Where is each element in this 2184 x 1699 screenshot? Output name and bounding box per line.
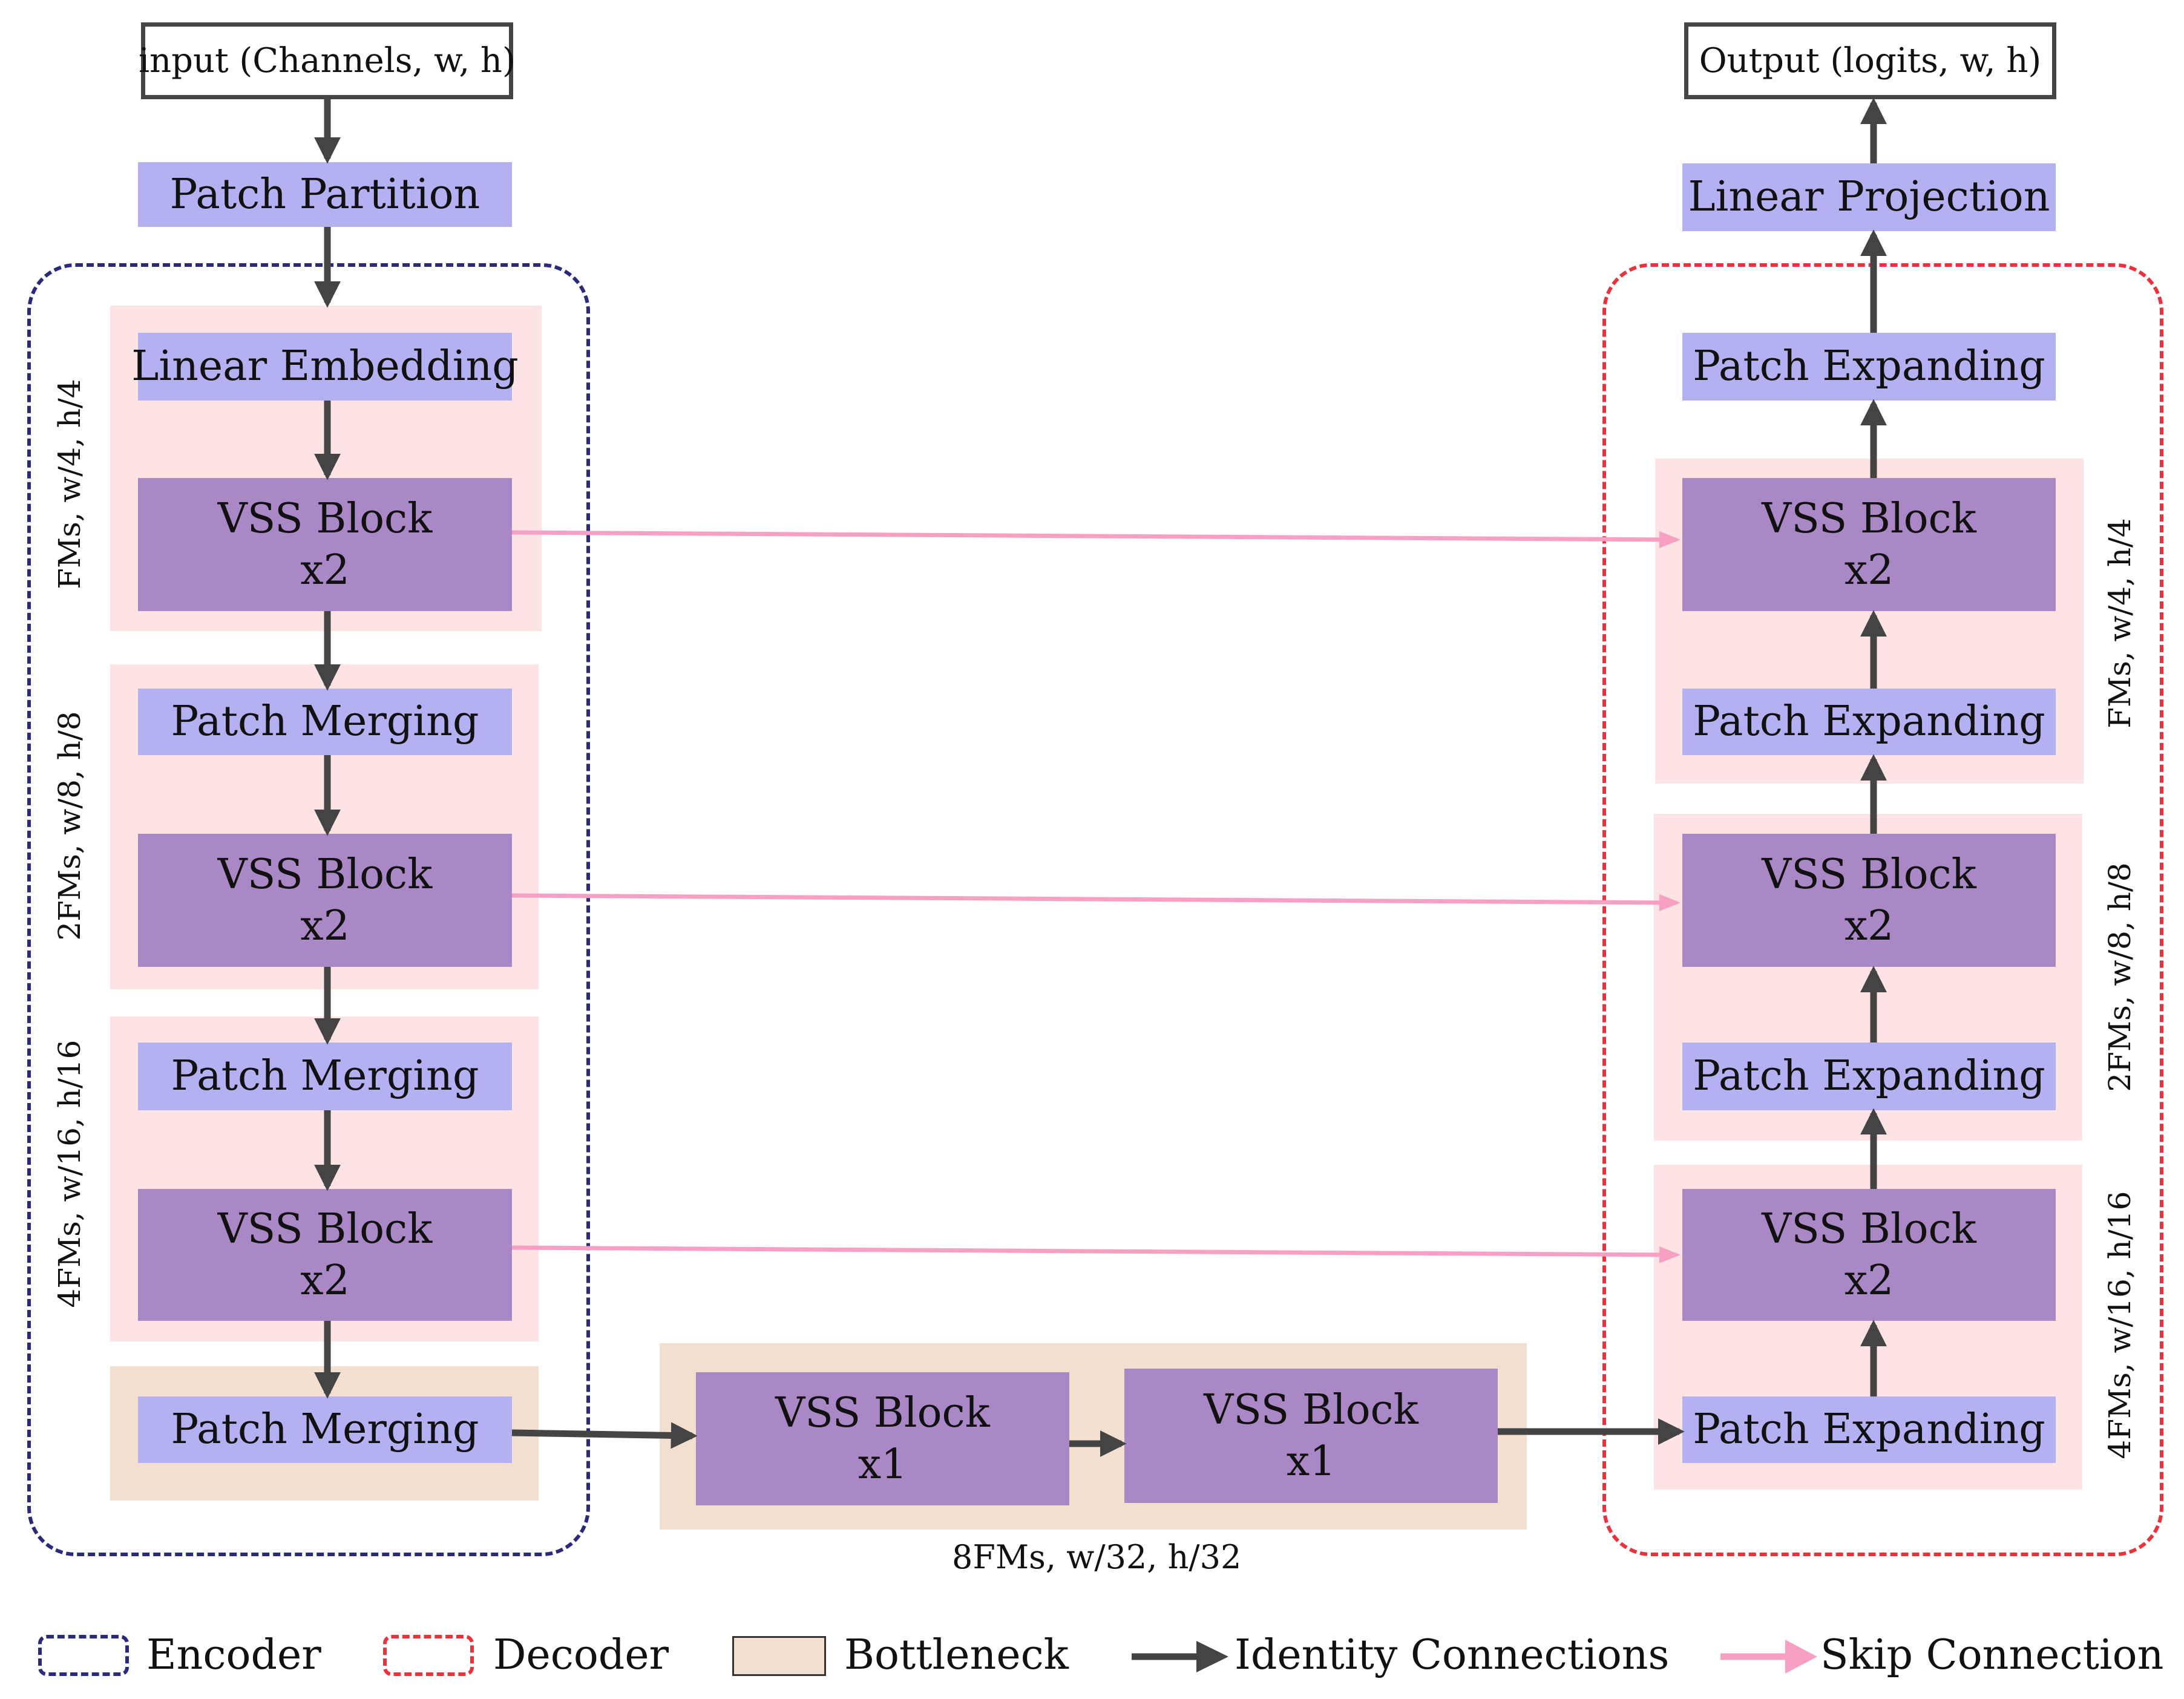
vss-block-title: VSS Block [1762,851,1976,899]
legend-bottleneck-label: Bottleneck [844,1631,1069,1679]
encoder-vss-block-2: VSS Block x2 [138,834,512,967]
vss-block-title: VSS Block [217,851,433,899]
legend-encoder-swatch [38,1635,129,1676]
vss-block-title: VSS Block [1204,1386,1418,1434]
legend-identity-arrow-icon [1132,1641,1228,1672]
vss-block-repeat: x2 [300,546,350,594]
encoder-patch-merging-3: Patch Merging [138,1396,512,1463]
vss-block-repeat: x2 [300,902,350,950]
bottleneck-vss-block-2: VSS Block x1 [1124,1369,1498,1503]
vss-block-title: VSS Block [217,495,433,543]
patch-partition-block: Patch Partition [138,162,512,227]
encoder-vss-block-1: VSS Block x2 [138,478,512,611]
vss-block-repeat: x2 [1844,902,1894,950]
decoder-vss-block-2: VSS Block x2 [1682,834,2056,967]
decoder-patch-expanding-top: Patch Expanding [1682,333,2056,401]
vss-block-title: VSS Block [1762,495,1976,543]
decoder-patch-expanding-3: Patch Expanding [1682,1396,2056,1463]
bottleneck-vss-block-1: VSS Block x1 [696,1372,1069,1505]
legend-skip-label: Skip Connection [1820,1631,2164,1679]
vss-block-repeat: x1 [1286,1438,1336,1485]
vss-block-repeat: x2 [1844,546,1894,594]
decoder-group-box [1602,263,2163,1556]
legend-bottleneck-swatch [732,1636,826,1676]
encoder-group-box [27,263,590,1556]
input-box: input (Channels, w, h) [139,22,516,99]
vss-block-title: VSS Block [775,1389,990,1437]
bottleneck-label: 8FMs, w/32, h/32 [952,1538,1242,1576]
vss-block-repeat: x2 [1844,1257,1894,1305]
vss-block-repeat: x1 [858,1441,908,1488]
legend-decoder-swatch [383,1635,474,1676]
vss-block-repeat: x2 [300,1257,350,1305]
encoder-patch-merging-1: Patch Merging [138,689,512,755]
vss-block-title: VSS Block [217,1205,433,1253]
arrow-merge3-to-bottleneck [511,1422,698,1449]
decoder-patch-expanding-2: Patch Expanding [1682,1043,2056,1110]
legend-encoder-label: Encoder [146,1631,321,1679]
vss-block-title: VSS Block [1762,1205,1976,1253]
legend-decoder-label: Decoder [493,1631,669,1679]
skip-connection-1 [511,530,1681,548]
legend-identity-label: Identity Connections [1235,1631,1670,1679]
decoder-vss-block-1: VSS Block x2 [1682,478,2056,611]
output-box: Output (logits, w, h) [1684,22,2056,99]
encoder-patch-merging-2: Patch Merging [138,1043,512,1110]
skip-connection-3 [511,1245,1681,1263]
encoder-vss-block-3: VSS Block x2 [138,1189,512,1321]
linear-projection-block: Linear Projection [1682,163,2056,231]
skip-connection-2 [511,893,1681,911]
decoder-patch-expanding-1: Patch Expanding [1682,689,2056,755]
linear-embedding-block: Linear Embedding [131,333,519,401]
decoder-vss-block-3: VSS Block x2 [1682,1189,2056,1321]
legend: Encoder Decoder Bottleneck Identity Conn… [0,1628,2184,1694]
legend-skip-arrow-icon [1720,1640,1817,1674]
